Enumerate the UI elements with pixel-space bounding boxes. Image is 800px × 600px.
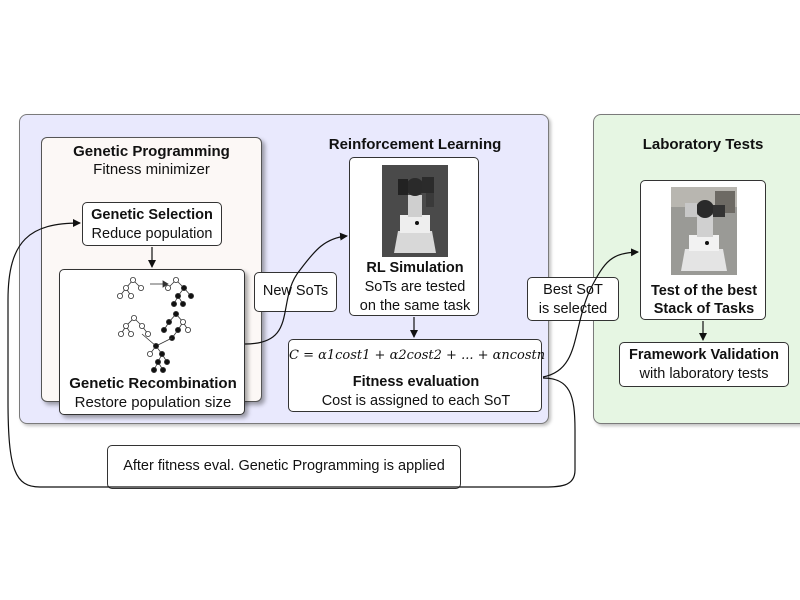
genetic-programming-subtitle: Fitness minimizer: [93, 161, 210, 178]
genetic-selection-box: Genetic Selection Reduce population: [82, 202, 222, 246]
framework-validation-desc: with laboratory tests: [639, 366, 769, 382]
fitness-evaluation-desc: Cost is assigned to each SoT: [321, 393, 511, 409]
rl-simulation-line1: SoTs are tested: [364, 279, 466, 295]
laboratory-tests-title: Laboratory Tests: [642, 136, 764, 153]
framework-validation-title: Framework Validation: [629, 347, 779, 363]
fitness-evaluation-title: Fitness evaluation: [352, 374, 480, 390]
genetic-recombination-title: Genetic Recombination: [69, 375, 237, 392]
genetic-selection-desc: Reduce population: [91, 226, 213, 242]
framework-validation-box: Framework Validation with laboratory tes…: [619, 342, 789, 387]
genetic-recombination-desc: Restore population size: [74, 394, 232, 411]
robot-simulation-icon: [382, 165, 448, 257]
lab-test-title-line2: Stack of Tasks: [653, 301, 755, 317]
robot-lab-icon: [671, 187, 737, 275]
best-sot-label: Best SoT is selected: [527, 277, 619, 321]
genetic-recombination-box: Genetic Recombination Restore population…: [59, 269, 245, 415]
rl-simulation-box: RL Simulation SoTs are tested on the sam…: [349, 157, 479, 316]
genetic-programming-title: Genetic Programming: [73, 143, 230, 160]
lab-test-box: Test of the best Stack of Tasks: [640, 180, 766, 320]
rl-simulation-line2: on the same task: [359, 298, 471, 314]
robot-simulation-image: [382, 165, 448, 257]
reinforcement-learning-title: Reinforcement Learning: [328, 136, 502, 153]
lab-test-title-line1: Test of the best: [650, 283, 758, 299]
feedback-label: After fitness eval. Genetic Programming …: [107, 445, 461, 489]
rl-simulation-title: RL Simulation: [366, 260, 464, 276]
new-sots-label: New SoTs: [254, 272, 337, 312]
best-sot-line2: is selected: [538, 301, 608, 317]
cost-formula-text: C = α1cost1 + α2cost2 + ... + αncostn: [289, 348, 546, 363]
genetic-selection-title: Genetic Selection: [91, 207, 213, 223]
best-sot-line1: Best SoT: [543, 282, 603, 298]
fitness-evaluation-box: C = α1cost1 + α2cost2 + ... + αncostn Fi…: [288, 339, 546, 412]
cost-formula: C = α1cost1 + α2cost2 + ... + αncostn: [289, 346, 546, 365]
robot-lab-image: [671, 187, 737, 275]
